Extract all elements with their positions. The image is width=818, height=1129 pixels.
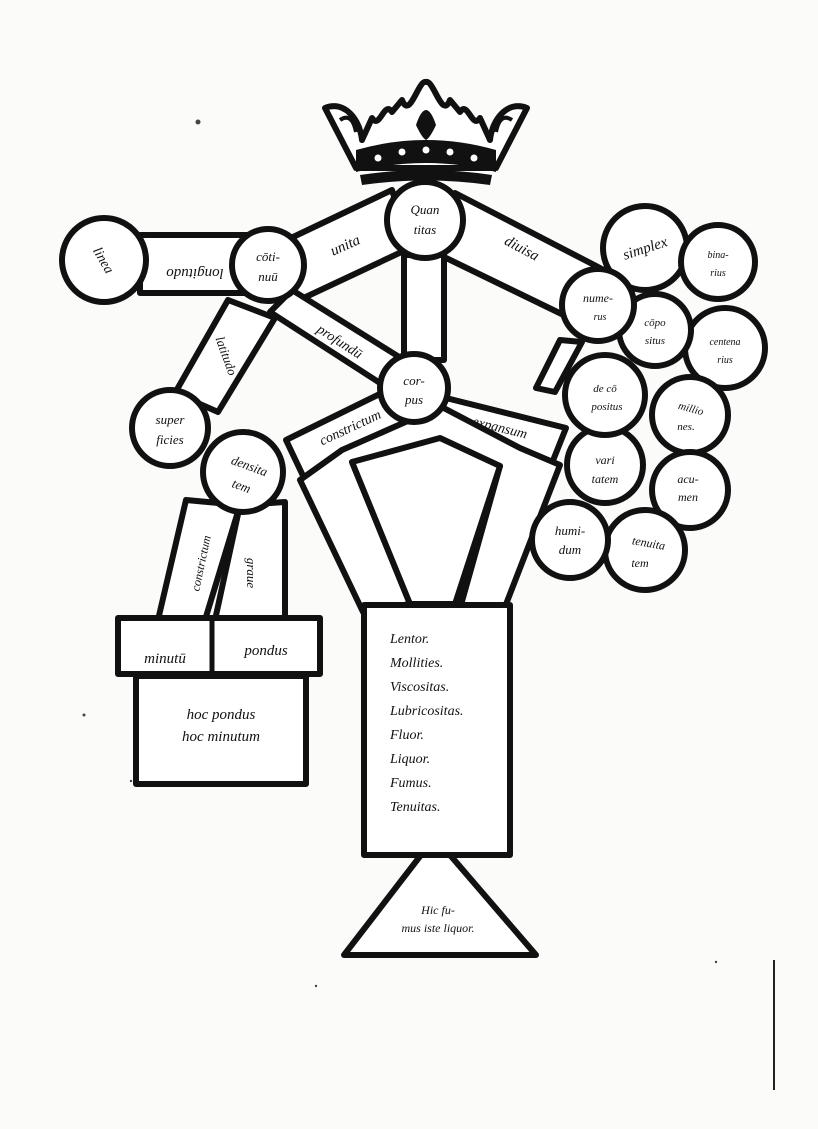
binarius-label-1: bina- xyxy=(707,250,728,261)
numerus-node xyxy=(559,266,637,344)
list-item: Mollities. xyxy=(389,656,443,671)
numerus-label-1: nume- xyxy=(583,291,613,305)
list-item: Fluor. xyxy=(389,728,424,743)
humidum-node xyxy=(529,499,611,581)
de-compositus-node xyxy=(562,352,648,438)
de-compositus-label-1: de cō xyxy=(593,383,617,395)
list-item: Tenuitas. xyxy=(390,800,440,815)
compositus-label-2: situs xyxy=(645,335,665,347)
milliones-label-2: nes. xyxy=(677,421,694,433)
corpus-label-1: cor- xyxy=(403,373,424,388)
quantitas-label-1: Quan xyxy=(411,202,440,217)
compositus-label-1: cōpo xyxy=(644,317,666,329)
minutum-label: minutū xyxy=(144,651,186,667)
centenarius-label-1: centena xyxy=(709,337,740,348)
list-item: Viscositas. xyxy=(390,680,449,695)
triangle-label-2: mus iste liquor. xyxy=(401,921,474,935)
tenuitatem-label-1: tenuita xyxy=(631,533,666,553)
list-item: Lubricositas. xyxy=(389,704,464,719)
superficies-node xyxy=(129,387,211,469)
acumen-label-2: men xyxy=(678,490,698,504)
corpus-label-2: pus xyxy=(404,392,423,407)
quantitas-node xyxy=(384,179,466,261)
hoc-pondus-label: hoc pondus xyxy=(187,707,256,723)
numerus-label-2: rus xyxy=(594,312,607,323)
continuum-label-2: nuū xyxy=(258,269,278,284)
binarius-label-2: rius xyxy=(710,268,726,279)
page-specks xyxy=(82,119,775,1090)
hoc-minutum-label: hoc minutum xyxy=(182,729,260,745)
list-item: Liquor. xyxy=(389,752,430,767)
superficies-label-1: super xyxy=(156,412,186,427)
longitudo-label: longitudo xyxy=(166,265,224,281)
centenarius-label-2: rius xyxy=(717,355,733,366)
continuum-label-1: cōti- xyxy=(256,249,280,264)
triangle-base xyxy=(341,852,539,958)
latitudo-connector xyxy=(172,297,278,415)
hoc-pondus-box xyxy=(133,673,309,787)
varietatem-label-2: tatem xyxy=(592,472,619,486)
densitatem-label-2: tem xyxy=(230,476,253,497)
corpus-node xyxy=(377,351,451,425)
list-item: Lentor. xyxy=(389,632,429,647)
quantitas-corpus-connector xyxy=(401,252,447,363)
numerus-stem xyxy=(533,337,585,395)
humidum-label-2: dum xyxy=(559,542,581,557)
binarius-node xyxy=(678,222,758,302)
list-item: Fumus. xyxy=(389,776,432,791)
triangle-label-1: Hic fu- xyxy=(420,903,455,917)
densitatem-node xyxy=(200,429,286,515)
list-box-items: Lentor. Mollities. Viscositas. Lubricosi… xyxy=(389,632,464,815)
corpus-inner-pentagon xyxy=(349,435,503,607)
list-box xyxy=(361,602,513,858)
tenuitatem-label-2: tem xyxy=(631,556,649,570)
crown-icon xyxy=(322,79,530,185)
acumen-label-1: acu- xyxy=(677,472,698,486)
acumen-node xyxy=(649,449,731,531)
varietatem-label-1: vari xyxy=(595,453,614,467)
linea-node xyxy=(59,215,149,305)
graue-label: graue xyxy=(244,558,259,589)
tenuitatem-node xyxy=(602,507,688,593)
pondus-label: pondus xyxy=(243,643,288,659)
continuum-node xyxy=(229,226,307,304)
de-compositus-label-2: positus xyxy=(590,401,622,413)
humidum-label-1: humi- xyxy=(555,523,585,538)
quantitas-label-2: titas xyxy=(414,222,436,237)
superficies-label-2: ficies xyxy=(156,432,183,447)
